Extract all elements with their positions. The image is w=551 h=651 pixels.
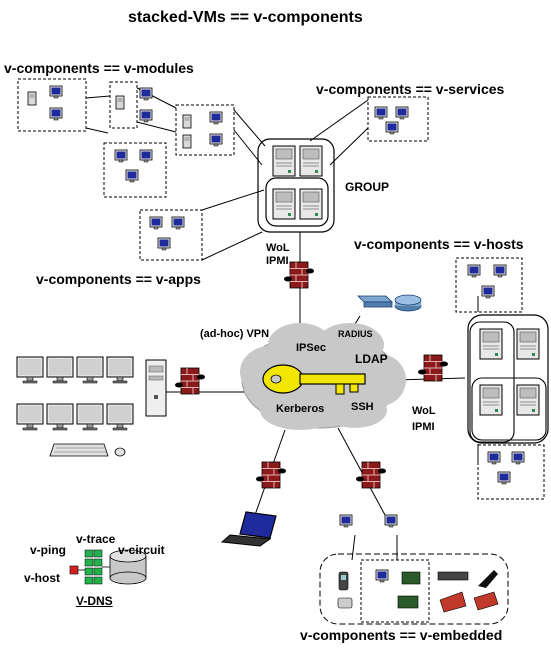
vdns-diagram [69,549,147,585]
embedded-outer-box [319,553,509,625]
embedded-devices [337,569,499,613]
vdns-title: V-DNS [76,594,113,608]
security-key [262,364,366,395]
label-services: v-components == v-services [316,81,505,97]
label-wol-right: WoL [412,405,436,417]
label-group: GROUP [345,180,390,194]
label-apps: v-components == v-apps [36,271,201,287]
label-ldap: LDAP [355,352,388,366]
label-vpn: (ad-hoc) VPN [200,328,270,340]
diagram-title: stacked-VMs == v-components [128,9,363,26]
services-devices [374,106,409,135]
vdns-ping-label: v-ping [30,543,66,557]
vdns-host-label: v-host [24,571,60,585]
label-ssh: SSH [351,401,374,413]
hosts-devices [467,264,549,485]
dashed-boxes [17,78,545,623]
label-embedded: v-components == v-embedded [300,627,503,643]
embedded-monitors [339,514,398,528]
label-ipsec: IPSec [296,342,326,354]
vdns-trace-label: v-trace [76,532,116,546]
radius-devices [357,294,422,312]
group-servers [257,138,335,233]
label-ipmi-right: IPMI [412,421,435,433]
left-workstations [16,356,167,457]
label-ipmi-top: IPMI [266,255,289,267]
vdns-circuit-label: v-circuit [118,543,165,557]
laptop [220,511,277,547]
label-wol-top: WoL [266,242,290,254]
label-kerberos: Kerberos [276,403,325,415]
label-hosts: v-components == v-hosts [354,236,524,252]
label-modules: v-components == v-modules [4,60,194,76]
label-radius: RADIUS [338,329,373,339]
modules-devices [27,85,223,183]
apps-devices [149,216,185,251]
